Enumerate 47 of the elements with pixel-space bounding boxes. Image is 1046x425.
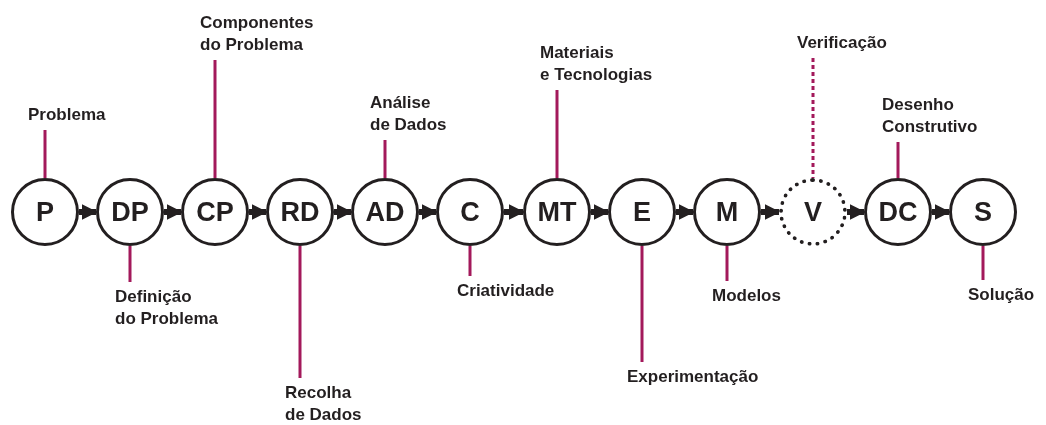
step-label: Criatividade	[457, 280, 555, 302]
leader-line	[555, 90, 559, 178]
step-label: Materiais e Tecnologias	[540, 42, 653, 86]
step-circle: MT	[523, 178, 591, 246]
step-label: Desenho Construtivo	[882, 94, 978, 138]
arrow	[761, 204, 781, 220]
leader-line	[725, 246, 729, 281]
leader-line	[298, 246, 302, 378]
arrow	[164, 204, 183, 220]
step-label: Experimentação	[627, 366, 759, 388]
step-label: Problema	[28, 104, 106, 126]
arrow	[847, 204, 866, 220]
step-label: Componentes do Problema	[200, 12, 314, 56]
arrow	[591, 204, 610, 220]
step-label: Verificação	[797, 32, 887, 54]
step-circle: DP	[96, 178, 164, 246]
leader-line	[811, 58, 815, 178]
leader-line	[981, 246, 985, 280]
step-label: Definição do Problema	[115, 286, 218, 330]
arrow	[419, 204, 438, 220]
step-circle: CP	[181, 178, 249, 246]
step-label: Modelos	[712, 285, 781, 307]
arrow	[932, 204, 951, 220]
step-circle: P	[11, 178, 79, 246]
arrow	[249, 204, 268, 220]
step-circle: AD	[351, 178, 419, 246]
arrow	[504, 204, 525, 220]
step-circle: E	[608, 178, 676, 246]
step-circle: M	[693, 178, 761, 246]
leader-line	[896, 142, 900, 178]
step-label: Análise de Dados	[370, 92, 447, 136]
leader-line	[468, 246, 472, 276]
leader-line	[43, 130, 47, 178]
leader-line	[640, 246, 644, 362]
step-circle: RD	[266, 178, 334, 246]
step-circle: C	[436, 178, 504, 246]
step-label: Solução	[968, 284, 1035, 306]
step-circle: S	[949, 178, 1017, 246]
step-circle: DC	[864, 178, 932, 246]
arrow	[676, 204, 695, 220]
step-circle: V	[779, 178, 847, 246]
arrow	[334, 204, 353, 220]
step-label: Recolha de Dados	[285, 382, 362, 425]
leader-line	[383, 140, 387, 178]
leader-line	[128, 246, 132, 282]
arrow	[79, 204, 98, 220]
leader-line	[213, 60, 217, 178]
